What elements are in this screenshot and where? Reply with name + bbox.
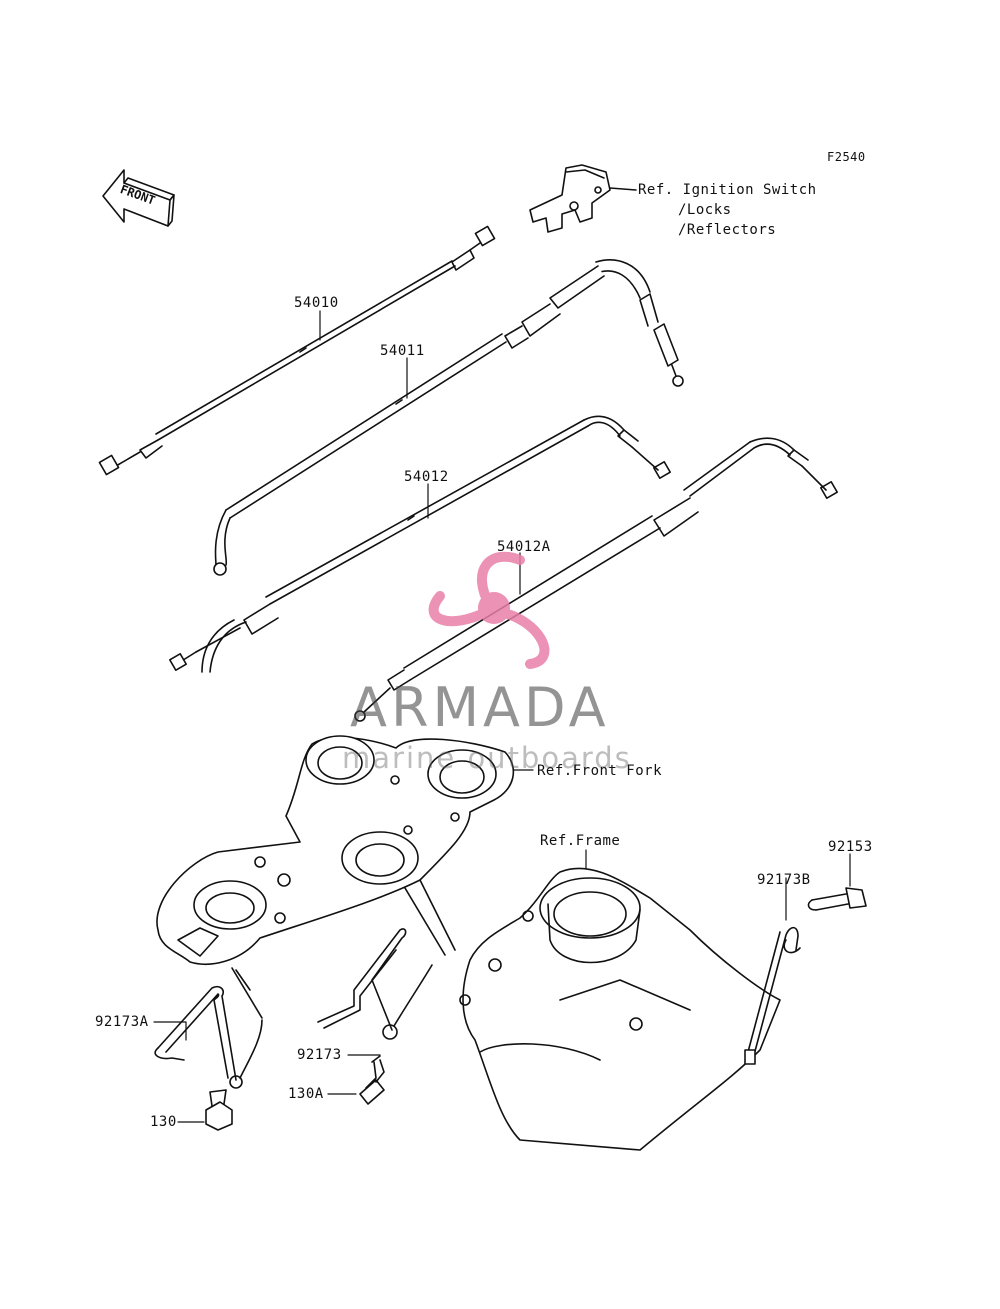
cable-54012A [354,437,838,722]
part-label-92153: 92153 [828,839,873,855]
part-label-54010: 54010 [294,295,339,311]
part-label-54012A: 54012A [497,539,551,555]
cable-54011 [213,259,684,576]
part-label-54012: 54012 [404,469,449,485]
ref-locks-label: /Locks [678,202,732,218]
clamp-92173A [154,967,263,1089]
watermark-brand: ARMADA [350,676,610,739]
part-label-92173A: 92173A [95,1014,149,1030]
ref-frame-label: Ref.Frame [540,833,621,849]
part-label-92173B: 92173B [757,872,811,888]
part-label-92173: 92173 [297,1047,342,1063]
part-label-54011: 54011 [380,343,425,359]
ref-front-fork-label: Ref.Front Fork [537,763,663,779]
bolt-92153 [807,887,867,911]
bolt-130A [359,1055,385,1105]
clip-92173B [744,926,801,1065]
ignition-switch-bracket [529,164,637,233]
bolt-130 [205,1089,233,1131]
clamp-92173 [317,928,433,1040]
cable-54012 [169,415,671,673]
watermark-tagline: marine outboards [342,741,632,775]
front-arrow-icon: FRONT [102,169,175,227]
part-leader-lines [153,853,851,1123]
part-label-130A: 130A [288,1086,324,1102]
ref-ignition-switch-label: Ref. Ignition Switch [638,182,817,198]
frame-headstock [459,867,781,1151]
cable-54010 [98,225,496,476]
triple-clamp [156,735,515,991]
ref-reflectors-label: /Reflectors [678,222,777,238]
figure-code: F2540 [827,150,866,164]
watermark-propeller-logo [428,551,550,669]
part-label-130: 130 [150,1114,177,1130]
